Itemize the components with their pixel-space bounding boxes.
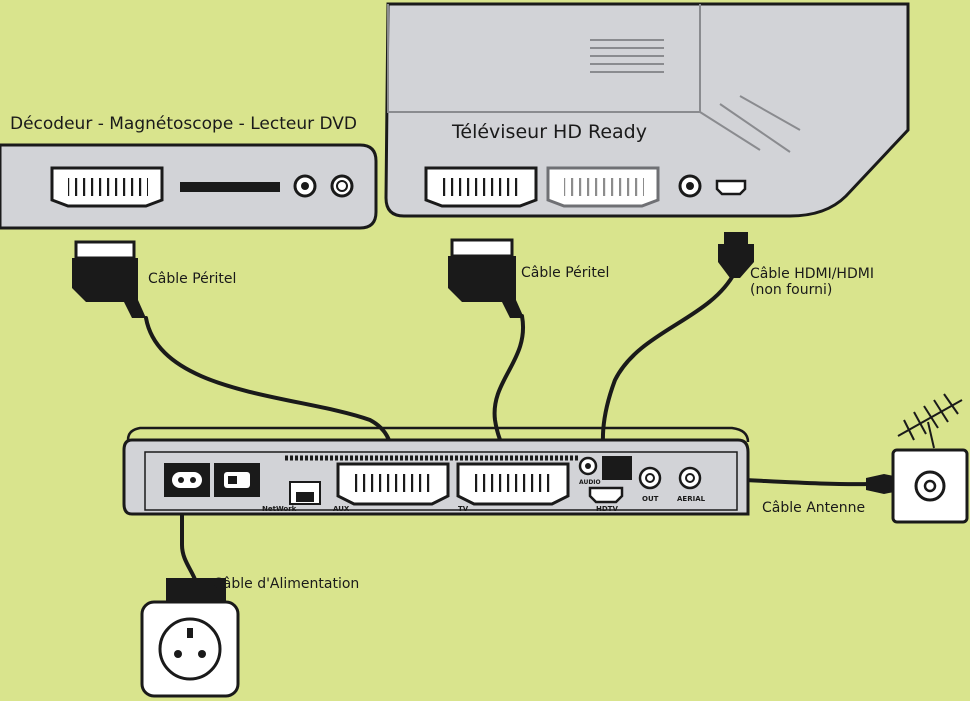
hdmi-plug-icon bbox=[718, 232, 754, 278]
hdmi-cable-label-line1: Câble HDMI/HDMI bbox=[750, 266, 874, 282]
decoder-slot bbox=[180, 182, 280, 192]
network-port bbox=[289, 481, 321, 505]
wall-socket-icon bbox=[140, 600, 240, 698]
port-label-hdtv: HDTV bbox=[596, 505, 618, 513]
port-label-out: OUT bbox=[642, 495, 659, 503]
power-inlet bbox=[164, 463, 210, 497]
antenna-plug-icon bbox=[866, 474, 894, 494]
decoder-panel bbox=[0, 143, 378, 230]
port-label-aerial: AERIAL bbox=[677, 495, 706, 503]
aerial-antenna-icon bbox=[897, 393, 963, 449]
tv-panel bbox=[384, 2, 910, 218]
tv-hdmi-port bbox=[715, 179, 747, 196]
tv-scart-port-box bbox=[456, 462, 570, 506]
peritel-cable-left-wire bbox=[144, 316, 395, 462]
peritel-cable-right-label: Câble Péritel bbox=[521, 265, 610, 281]
port-label-tv: TV bbox=[458, 505, 469, 513]
port-label-aux: AUX bbox=[333, 505, 350, 513]
peritel-cable-left-label: Câble Péritel bbox=[148, 271, 237, 287]
tv-title: Téléviseur HD Ready bbox=[452, 121, 647, 143]
port-label-audio: AUDIO bbox=[579, 479, 601, 486]
tv-scart-port-1 bbox=[424, 166, 538, 208]
peritel-plug-left-icon bbox=[72, 240, 146, 318]
hdtv-port bbox=[588, 486, 624, 504]
antenna-wall-plate bbox=[891, 448, 969, 524]
peritel-plug-right-icon bbox=[448, 238, 524, 318]
aerial-port bbox=[678, 466, 702, 490]
antenna-cable-label: Câble Antenne bbox=[762, 500, 866, 516]
tv-scart-port-2 bbox=[546, 166, 660, 208]
power-switch bbox=[214, 463, 260, 497]
decoder-title: Décodeur - Magnétoscope - Lecteur DVD bbox=[10, 114, 358, 134]
hdmi-plug-inserted-icon bbox=[602, 456, 632, 480]
tv-rca-port bbox=[678, 174, 702, 198]
tv-vent-icon bbox=[590, 39, 664, 73]
power-cable-label: Câble d'Alimentation bbox=[213, 576, 360, 592]
decoder-rca-port bbox=[293, 174, 317, 198]
hdmi-cable-wire bbox=[600, 270, 737, 464]
cables bbox=[144, 270, 872, 584]
out-port bbox=[638, 466, 662, 490]
audio-port bbox=[578, 456, 598, 476]
decoder-scart-port bbox=[50, 166, 164, 208]
aux-scart-port bbox=[336, 462, 450, 506]
port-label-network: NetWork bbox=[262, 505, 297, 513]
decoder-coax-port bbox=[330, 174, 354, 198]
hdmi-cable-label: Câble HDMI/HDMI (non fourni) bbox=[750, 266, 874, 298]
set-top-box: NetWork AUX TV AUDIO HDTV OUT AERIAL bbox=[122, 426, 750, 516]
hdmi-cable-label-line2: (non fourni) bbox=[750, 282, 833, 298]
